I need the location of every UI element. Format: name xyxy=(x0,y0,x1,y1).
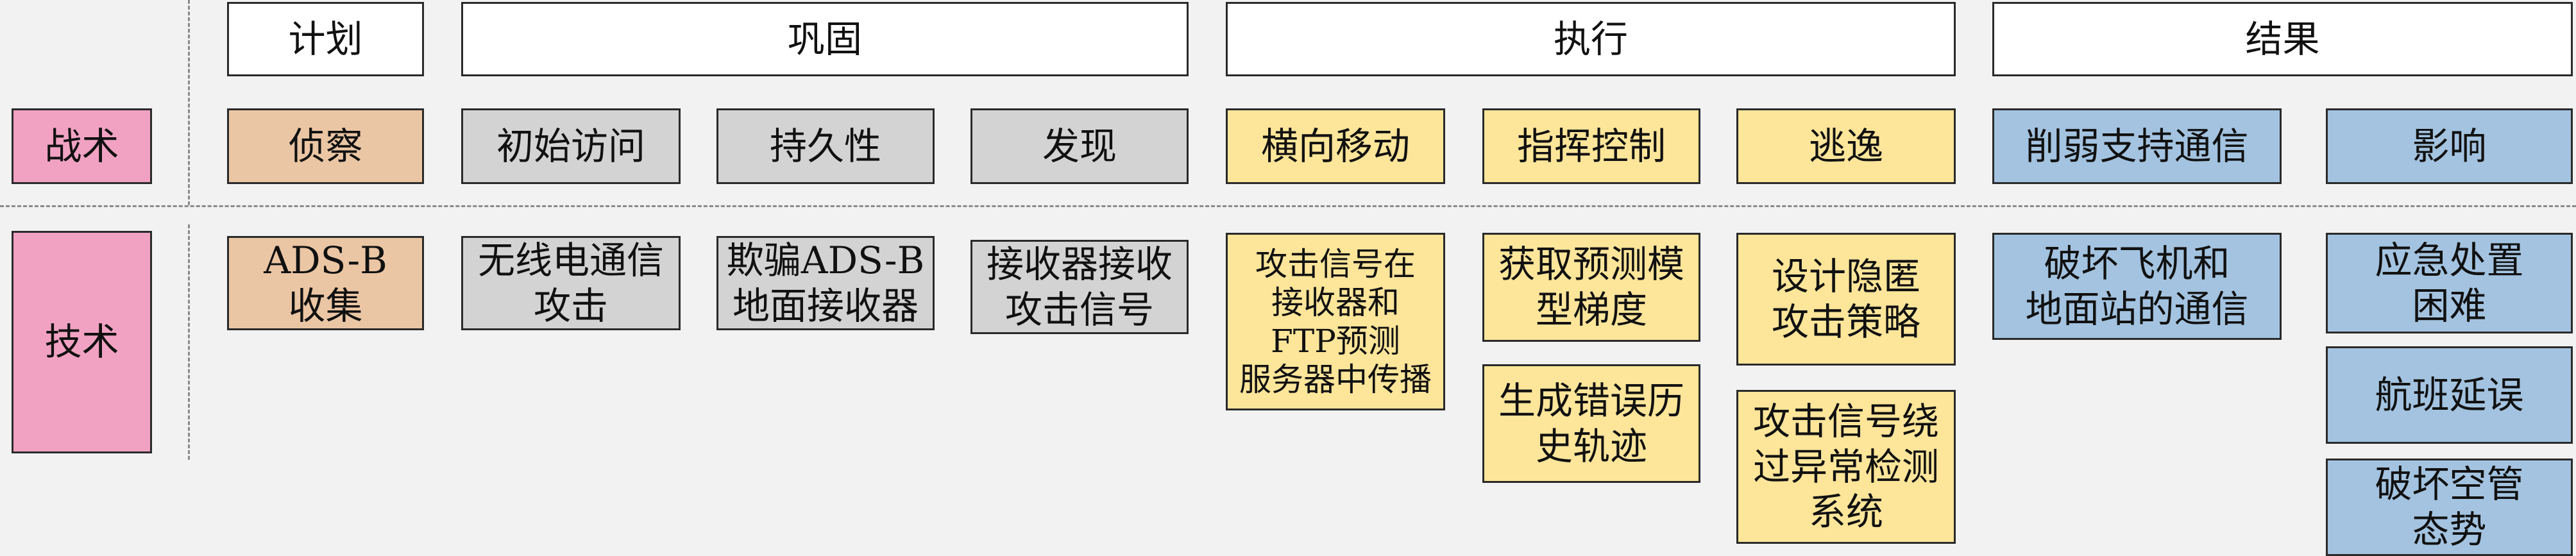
phase-plan: 计划 xyxy=(227,2,424,76)
technique-get-gradient: 获取预测模 型梯度 xyxy=(1482,233,1700,342)
phase-result: 结果 xyxy=(1992,2,2573,76)
tactic-evasion: 逃逸 xyxy=(1736,108,1956,184)
technique-signal-propagation: 攻击信号在 接收器和 FTP预测 服务器中传播 xyxy=(1226,233,1445,410)
tactic-impact: 影响 xyxy=(2326,108,2573,184)
phase-consolidate: 巩固 xyxy=(461,2,1189,76)
tactic-weaken-comm: 削弱支持通信 xyxy=(1992,108,2282,184)
horizontal-divider xyxy=(0,205,2576,207)
phase-execute: 执行 xyxy=(1226,2,1956,76)
vertical-divider-lower xyxy=(188,224,190,460)
tactic-recon: 侦察 xyxy=(227,108,424,184)
technique-flight-delay: 航班延误 xyxy=(2326,346,2573,444)
tactic-command-control: 指挥控制 xyxy=(1482,108,1700,184)
tactic-discovery: 发现 xyxy=(970,108,1189,184)
technique-spoof-ground-receiver: 欺骗ADS-B 地面接收器 xyxy=(716,236,935,330)
technique-break-atc: 破坏空管 态势 xyxy=(2326,459,2573,556)
technique-design-covert: 设计隐匿 攻击策略 xyxy=(1736,233,1956,366)
tactic-lateral-movement: 横向移动 xyxy=(1226,108,1445,184)
technique-receiver-gets-signal: 接收器接收 攻击信号 xyxy=(970,240,1189,334)
row-label-techniques: 技术 xyxy=(12,231,152,453)
technique-adsb-collection: ADS-B 收集 xyxy=(227,236,424,330)
technique-emergency-hard: 应急处置 困难 xyxy=(2326,233,2573,333)
row-label-tactics: 战术 xyxy=(12,108,152,184)
tactic-persistence: 持久性 xyxy=(716,108,935,184)
tactic-initial-access: 初始访问 xyxy=(461,108,681,184)
technique-break-comm: 破坏飞机和 地面站的通信 xyxy=(1992,233,2282,340)
technique-gen-false-track: 生成错误历 史轨迹 xyxy=(1482,364,1700,483)
technique-bypass-detection: 攻击信号绕 过异常检测 系统 xyxy=(1736,390,1956,544)
vertical-divider xyxy=(188,0,190,205)
technique-wireless-attack: 无线电通信 攻击 xyxy=(461,236,681,330)
